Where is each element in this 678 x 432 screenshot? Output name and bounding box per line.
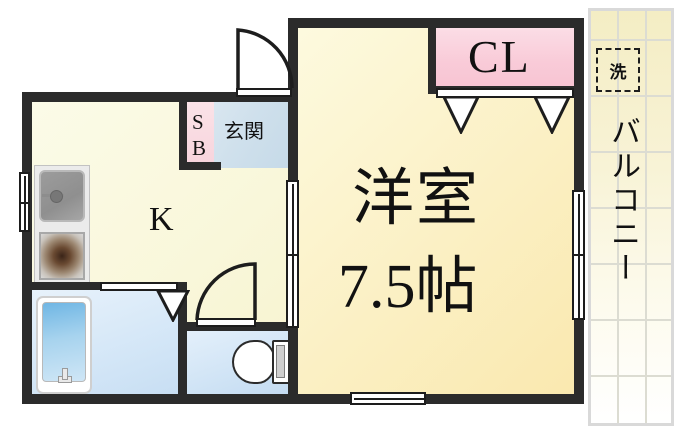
entrance-hall-label: 玄関 — [224, 121, 264, 143]
toilet-door-swing-arc — [195, 262, 257, 321]
bathroom-door-panel[interactable] — [100, 282, 178, 291]
closet-door-triangle-left — [442, 96, 480, 134]
toilet-bowl — [232, 340, 276, 384]
sink-drain — [50, 190, 63, 203]
balcony-grid-line — [591, 151, 671, 153]
main-room-south-window[interactable] — [350, 392, 426, 405]
closet-door-triangle-right — [533, 96, 571, 134]
wall-bottom — [22, 394, 584, 404]
window-sash — [24, 202, 26, 232]
wall-top-left — [22, 92, 294, 102]
balcony-grid-line — [591, 39, 671, 41]
balcony-label: バルコニー — [606, 116, 639, 286]
closet-door-panel[interactable] — [436, 88, 574, 98]
door-sash — [292, 184, 294, 260]
balcony-grid-line — [645, 11, 647, 423]
door-sash — [578, 254, 580, 318]
door-sash — [574, 254, 583, 256]
balcony-area — [588, 8, 674, 426]
wall-closet-left — [428, 22, 436, 92]
door-sash — [288, 254, 297, 256]
shoe-box-label-b: B — [192, 136, 207, 160]
door-sash — [578, 194, 580, 260]
balcony-grid-line — [591, 207, 671, 209]
wall-left — [22, 92, 32, 404]
window-sash — [24, 176, 26, 206]
closet-label: CL — [468, 31, 531, 82]
room-closet — [435, 28, 575, 90]
balcony-grid-line — [591, 319, 671, 321]
bathroom-door-triangle — [156, 290, 190, 322]
washer-label: 洗 — [609, 62, 627, 82]
wall-top-right — [288, 18, 584, 28]
window-sash — [354, 398, 424, 400]
western-room-label: 洋室 — [352, 165, 481, 233]
toilet-door-panel[interactable] — [196, 318, 256, 327]
western-room-size-label: 7.5帖 — [338, 253, 478, 321]
toilet-tank-lid — [276, 345, 285, 378]
balcony-grid-line — [591, 95, 671, 97]
entrance-door-swing-arc — [236, 28, 294, 89]
wall-genkan-step — [179, 162, 221, 170]
entrance-door-panel[interactable] — [236, 88, 292, 97]
kitchen-sliding-door[interactable] — [286, 180, 299, 328]
room-shoe-box — [186, 100, 214, 168]
wall-bath-toilet-partition — [178, 282, 187, 400]
washing-machine-space: 洗 — [596, 48, 640, 92]
balcony-grid-line — [591, 375, 671, 377]
balcony-grid-line — [617, 11, 619, 423]
bathtub-faucet-stem — [62, 368, 68, 380]
shoe-box-label-s: S — [192, 110, 204, 134]
stove-burner — [39, 232, 85, 280]
balcony-grid-line — [591, 263, 671, 265]
door-sash — [292, 254, 294, 328]
kitchen-label: K — [149, 201, 174, 238]
window-sash — [21, 202, 28, 204]
balcony-sliding-door[interactable] — [572, 190, 585, 320]
wall-genkan-left — [179, 96, 187, 170]
kitchen-window[interactable] — [19, 172, 30, 232]
